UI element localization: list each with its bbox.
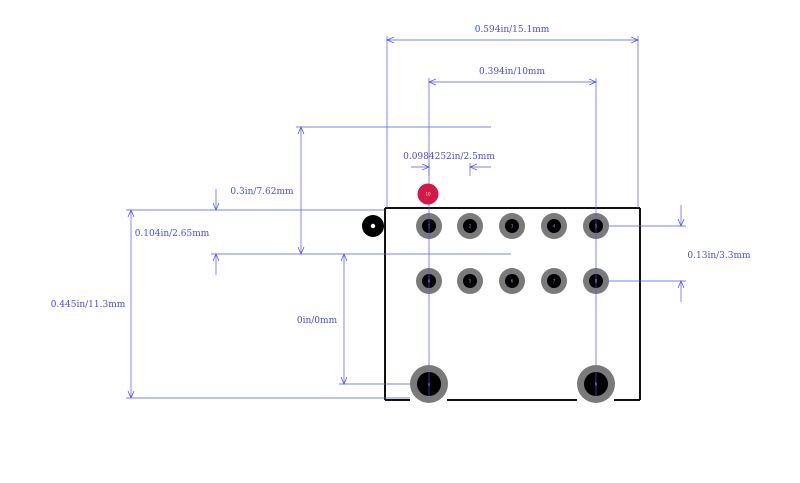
center-guides	[428, 213, 597, 396]
dim-mount-pitch: 0.394in/10mm	[479, 67, 545, 77]
pad-label: 3	[511, 224, 514, 229]
pad-row-2: 6 5 6 7 8	[416, 268, 609, 294]
dim-pin-pitch: 0.0984252in/2.5mm	[403, 152, 495, 162]
pad: 5	[457, 268, 483, 294]
pad-label: 7	[553, 279, 556, 284]
pad-label: 2	[469, 224, 472, 229]
dim-zero-offset: 0in/0mm	[297, 316, 338, 326]
pad: 3	[499, 213, 525, 239]
pin1-marker: 10	[417, 183, 439, 205]
pad: 6	[499, 268, 525, 294]
pad-label: 5	[469, 279, 472, 284]
pad: 4	[541, 213, 567, 239]
dim-row-pitch: 0.13in/3.3mm	[687, 251, 751, 261]
dimension-lines	[126, 36, 686, 398]
dim-overall-height: 0.445in/11.3mm	[51, 300, 126, 310]
component-outline	[384, 207, 641, 401]
mounting-pads: a b	[410, 365, 615, 403]
pad-label: 4	[553, 224, 556, 229]
dim-top-edge-offset: 0.104in/2.65mm	[135, 229, 210, 239]
pad-row-1: 1 2 3 4 5	[416, 213, 609, 239]
dim-overall-width: 0.594in/15.1mm	[475, 25, 550, 35]
reference-hole	[362, 215, 384, 237]
pin1-marker-label: 10	[425, 192, 431, 197]
pad: 2	[457, 213, 483, 239]
pad-label: 6	[511, 279, 514, 284]
pad: 7	[541, 268, 567, 294]
dim-upper-offset: 0.3in/7.62mm	[230, 187, 294, 197]
